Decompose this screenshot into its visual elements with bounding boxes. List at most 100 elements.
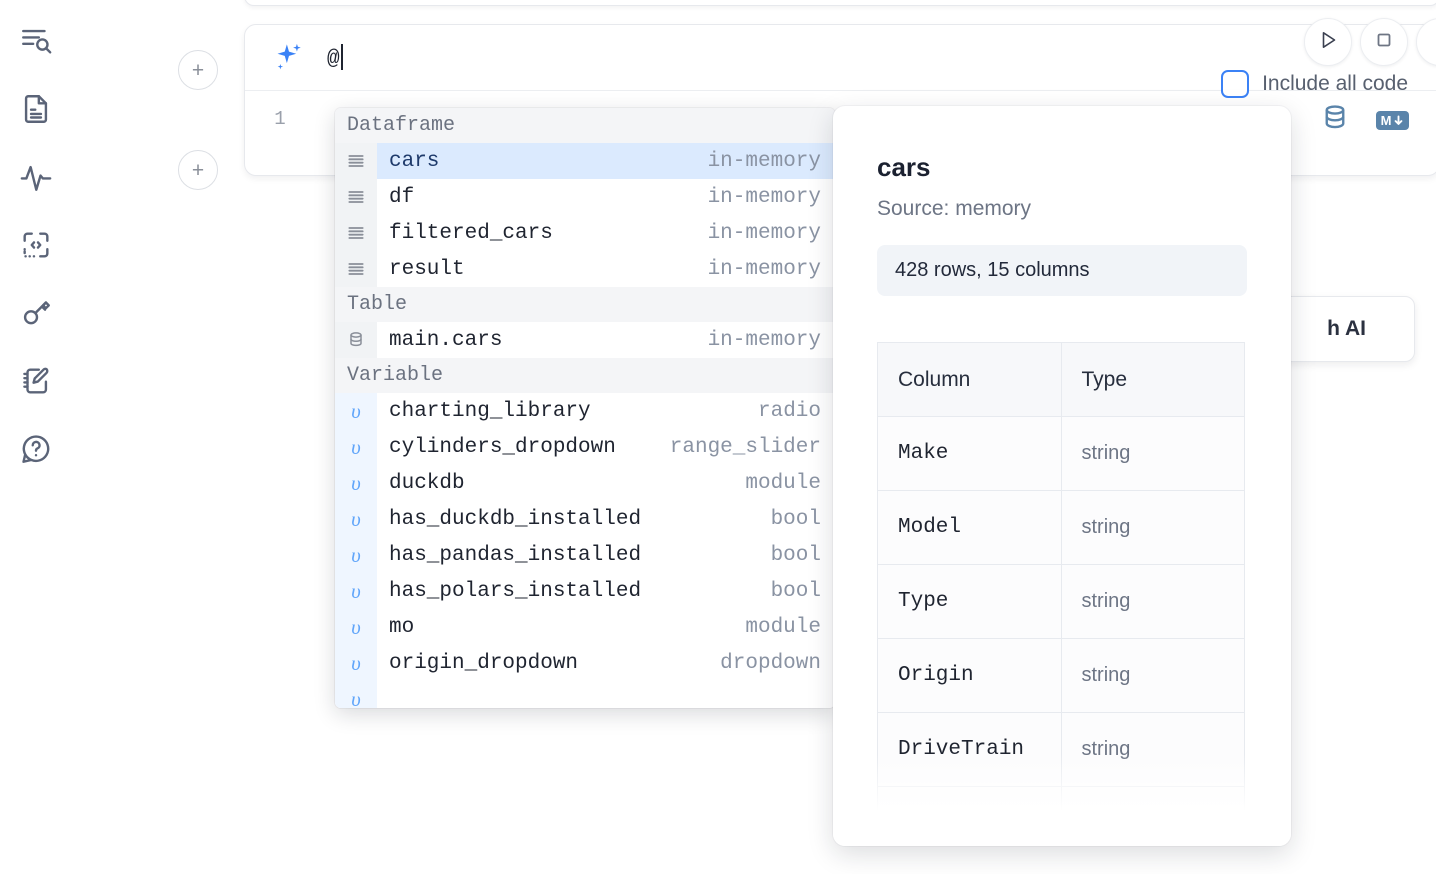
help-chat-icon-button[interactable] [13, 426, 59, 472]
autocomplete-item-type: module [745, 471, 821, 495]
autocomplete-item-type: in-memory [707, 257, 821, 281]
schema-column-type: string [1060, 712, 1245, 787]
file-document-icon [19, 92, 53, 126]
autocomplete-item-type: in-memory [707, 328, 821, 352]
autocomplete-item-type: in-memory [707, 185, 821, 209]
stop-button[interactable] [1360, 18, 1408, 66]
variable-icon: υ [335, 609, 377, 645]
autocomplete-item-content: duckdb module [377, 465, 835, 501]
autocomplete-section-header: Table [335, 287, 835, 322]
autocomplete-item-name: origin_dropdown [389, 651, 579, 675]
variable-icon: υ [335, 537, 377, 573]
variable-icon: υ [335, 501, 377, 537]
include-all-code-checkbox[interactable] [1221, 70, 1250, 98]
include-all-code-row[interactable]: Include all code [1221, 70, 1408, 98]
code-snippet-icon [19, 228, 53, 262]
dataframe-detail-panel: cars Source: memory 428 rows, 15 columns… [833, 106, 1291, 846]
activity-pulse-icon [19, 160, 53, 194]
variable-icon: υ [335, 645, 377, 681]
include-all-code-label: Include all code [1262, 72, 1408, 95]
explore-search-icon [19, 24, 53, 58]
dataframe-icon [335, 143, 377, 179]
activity-pulse-icon-button[interactable] [13, 154, 59, 200]
autocomplete-item[interactable]: result in-memory [335, 251, 835, 287]
ai-prompt-value: @ [327, 48, 340, 71]
explore-search-icon-button[interactable] [13, 18, 59, 64]
more-actions-button[interactable] [1416, 18, 1436, 66]
key-secrets-icon-button[interactable] [13, 290, 59, 336]
notebook-edit-icon [19, 364, 53, 398]
generate-with-ai-label: h AI [1327, 317, 1366, 340]
markdown-icon[interactable]: M [1375, 111, 1409, 130]
key-secrets-icon [19, 296, 53, 330]
schema-column-name: Model [877, 490, 1062, 565]
autocomplete-section-header: Variable [335, 358, 835, 393]
autocomplete-item-content: result in-memory [377, 251, 835, 287]
autocomplete-item-name: has_polars_installed [389, 579, 642, 603]
autocomplete-item-type: range_slider [669, 435, 821, 459]
text-caret [340, 44, 343, 70]
autocomplete-section-header: Dataframe [335, 108, 835, 143]
code-editor-row[interactable]: 1 M [245, 91, 1436, 175]
help-chat-icon [19, 432, 53, 466]
markdown-badge-text: M [1380, 113, 1392, 128]
file-document-icon-button[interactable] [13, 86, 59, 132]
notebook-edit-icon-button[interactable] [13, 358, 59, 404]
dataframe-icon [335, 179, 377, 215]
schema-header-cell: Column [877, 342, 1062, 417]
autocomplete-item-name: charting_library [389, 399, 591, 423]
sidebar-icon-rail [0, 0, 72, 874]
autocomplete-item-type: module [745, 615, 821, 639]
variable-icon: υ [335, 393, 377, 429]
schema-column-name: Type [877, 564, 1062, 639]
schema-column-name: DriveTrain [877, 712, 1062, 787]
database-icon[interactable] [1320, 103, 1350, 138]
autocomplete-item-name: cars [389, 149, 440, 173]
autocomplete-item[interactable]: υ [335, 681, 835, 708]
run-button[interactable] [1304, 18, 1352, 66]
previous-cell[interactable] [244, 0, 1436, 6]
autocomplete-item-type: bool [770, 543, 821, 567]
autocomplete-item-name: duckdb [389, 471, 465, 495]
run-controls [1304, 18, 1436, 66]
variable-icon: υ [335, 465, 377, 501]
ai-prompt-input[interactable]: @ [327, 44, 1421, 71]
autocomplete-item-name: filtered_cars [389, 221, 553, 245]
autocomplete-item-name: result [389, 257, 465, 281]
schema-column-name: Make [877, 416, 1062, 491]
line-number: 1 [274, 108, 286, 130]
ai-sparkle-icon [271, 41, 305, 75]
ai-prompt-row: @ [245, 25, 1436, 91]
add-cell-below-button[interactable]: + [178, 150, 218, 190]
variable-icon: υ [335, 429, 377, 465]
schema-header-cell: Type [1060, 342, 1245, 417]
variable-icon: υ [335, 681, 377, 708]
table-icon [335, 322, 377, 358]
add-cell-above-button[interactable]: + [178, 50, 218, 90]
schema-table-row [877, 786, 1245, 846]
code-snippet-icon-button[interactable] [13, 222, 59, 268]
autocomplete-item-type: bool [770, 579, 821, 603]
